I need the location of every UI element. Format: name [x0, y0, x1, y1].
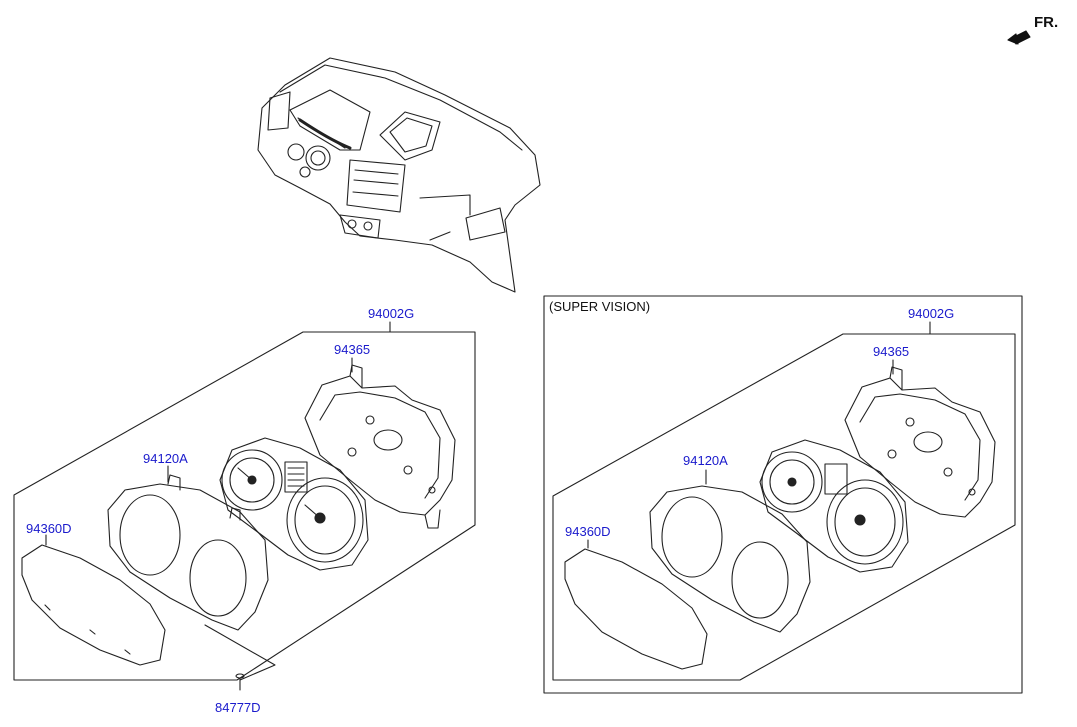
left-back-case	[304, 364, 456, 529]
right-assembly-outline	[552, 333, 1016, 681]
right-lens-part-number: 94360D	[565, 524, 611, 539]
left-cluster-hood	[107, 474, 269, 631]
front-direction-arrow-icon	[1007, 30, 1031, 45]
right-lens	[564, 548, 708, 670]
right-assembly-part-number: 94002G	[908, 306, 955, 321]
left-gauge-plate	[219, 437, 369, 571]
left-lens-part-number: 94360D	[26, 521, 72, 536]
front-label: FR.	[1034, 14, 1059, 31]
screw-part-number: 84777D	[215, 700, 261, 715]
right-gauge-part-number: 94120A	[683, 453, 728, 468]
right-back-case	[844, 366, 996, 518]
left-screw	[235, 673, 245, 691]
left-case-part-number: 94365	[334, 342, 371, 357]
left-assembly-part-number: 94002G	[368, 306, 415, 321]
right-gauge-plate	[759, 439, 909, 573]
left-assembly-outline	[13, 331, 476, 681]
left-lens	[21, 544, 166, 666]
dashboard-illustration	[257, 57, 541, 293]
super-vision-box	[543, 295, 1023, 694]
left-gauge-part-number: 94120A	[143, 451, 188, 466]
super-vision-title: (SUPER VISION)	[549, 299, 651, 314]
right-case-part-number: 94365	[873, 344, 910, 359]
right-cluster-hood	[649, 485, 811, 633]
